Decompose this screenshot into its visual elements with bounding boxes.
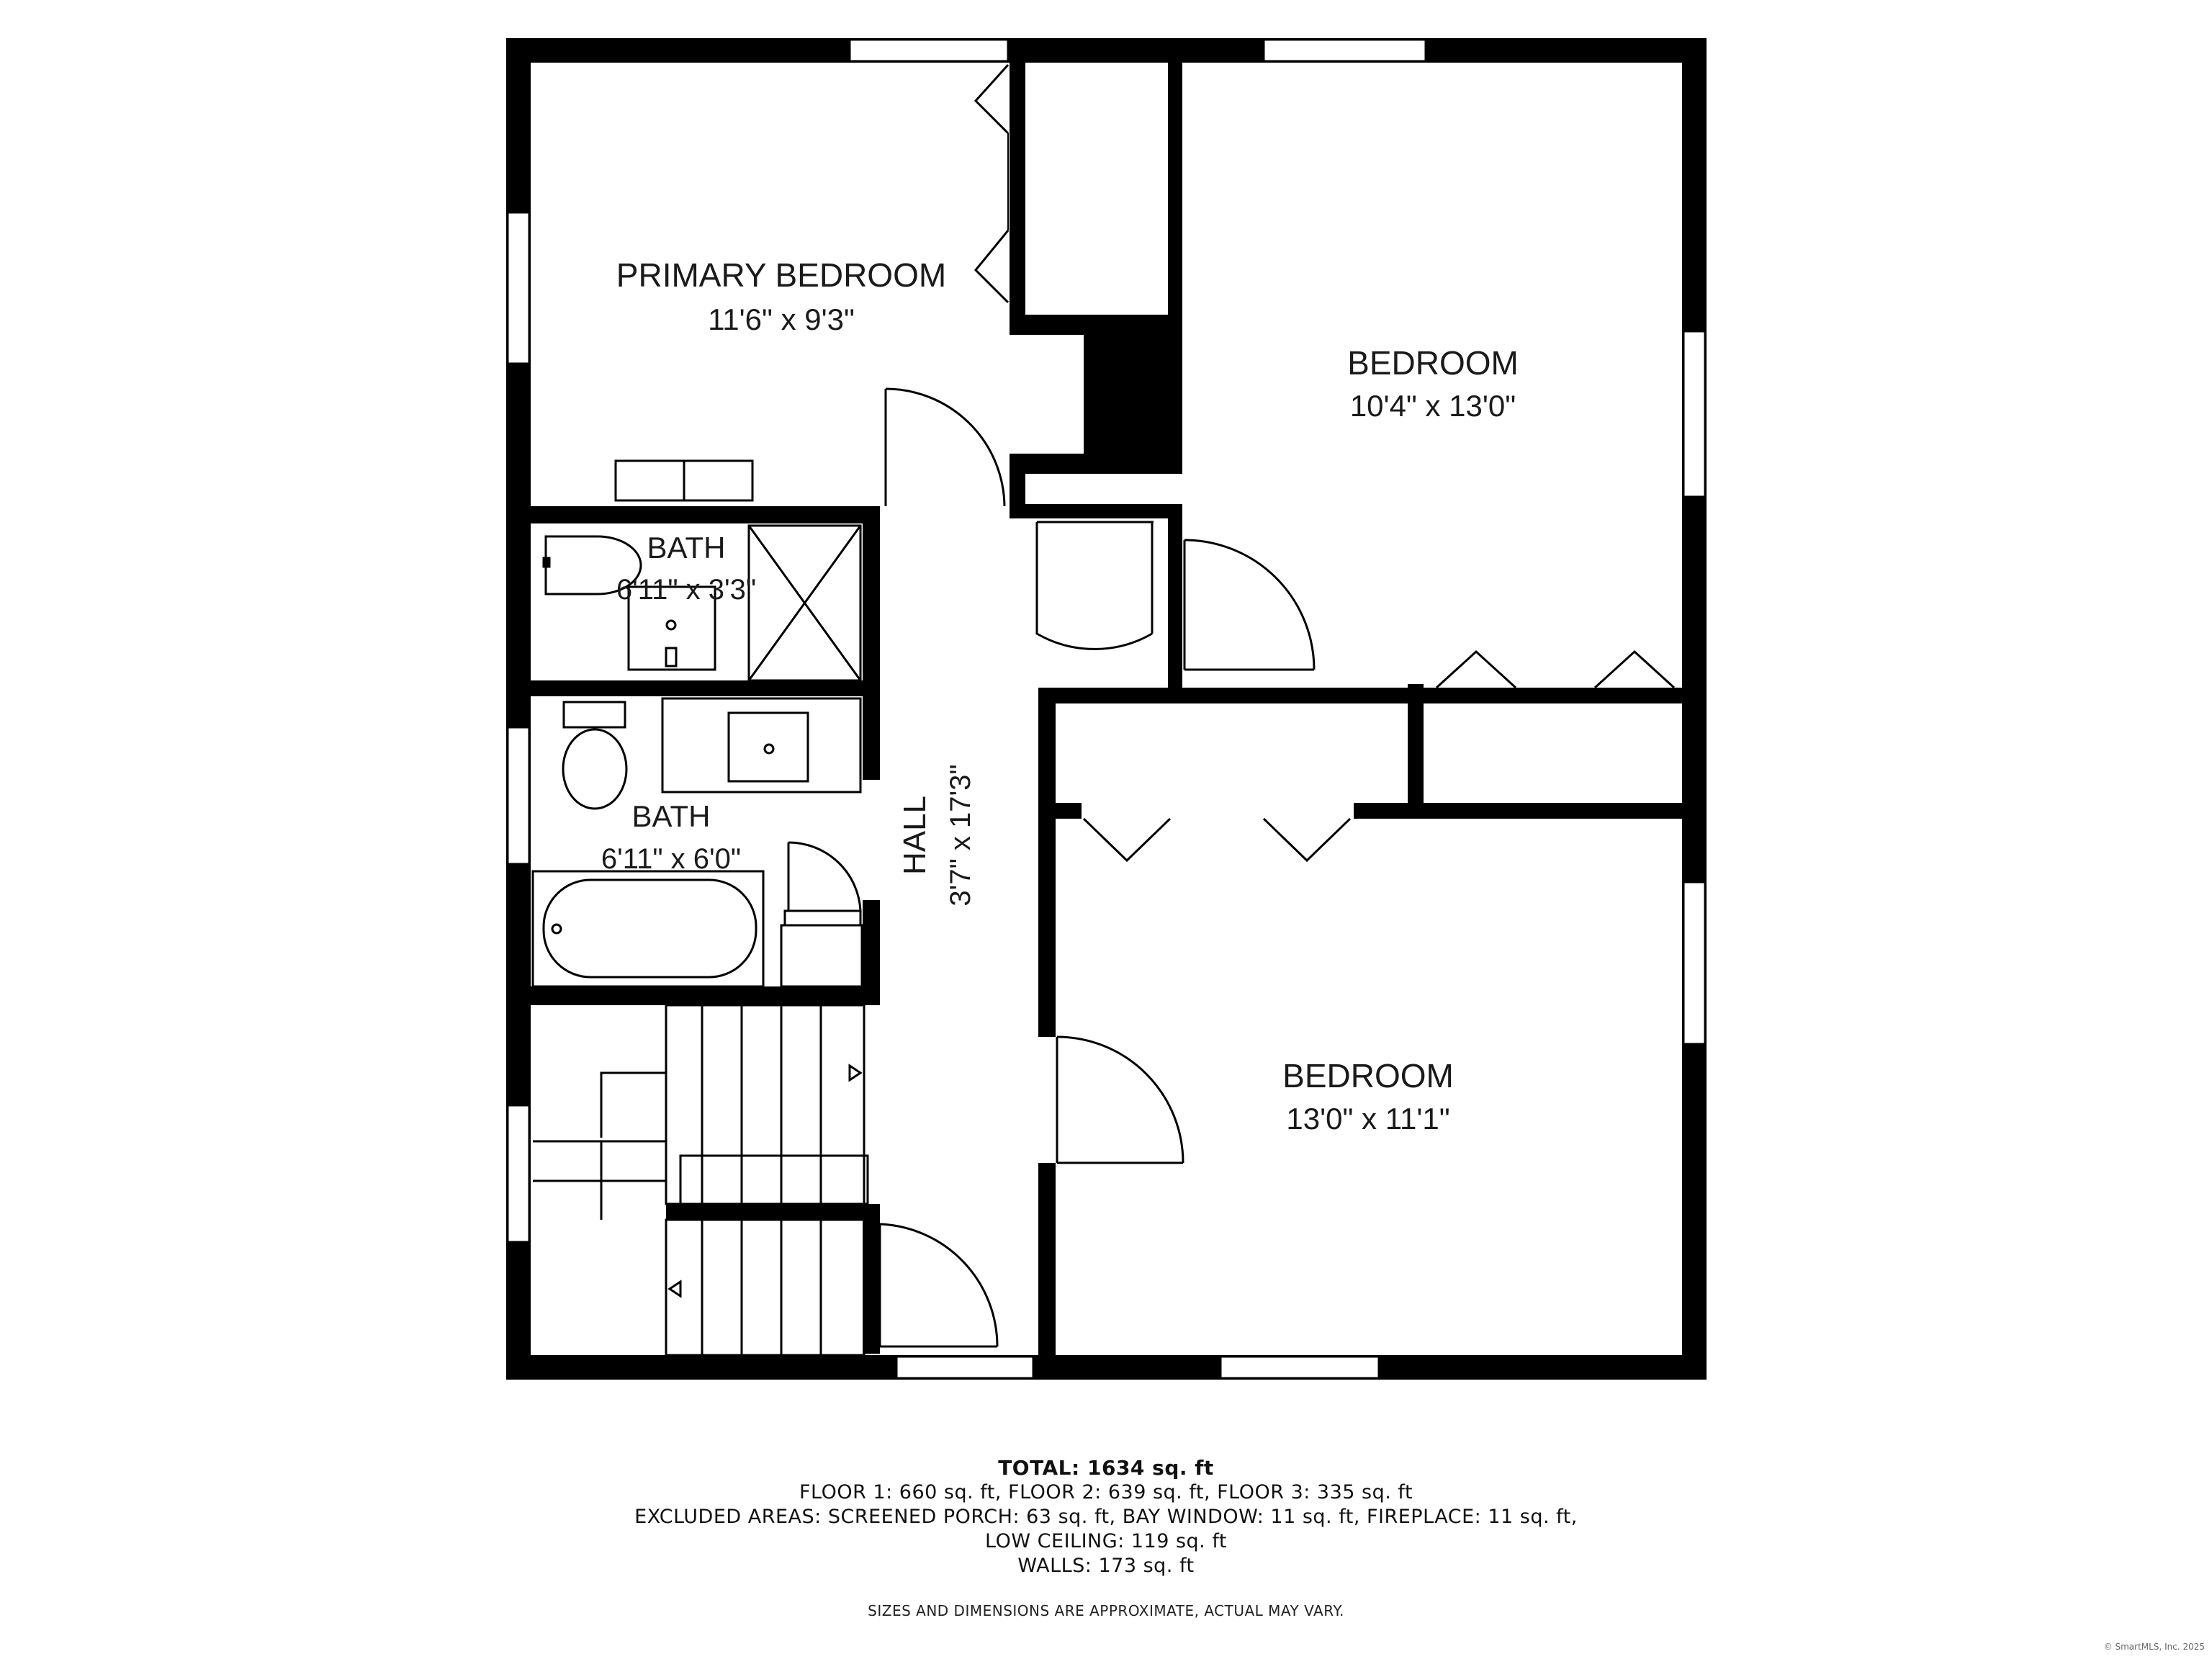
room-name-bath-main: BATH [632,799,711,833]
room-dims-hall: 3'7" x 17'3" [945,764,976,906]
room-name-primary-bedroom: PRIMARY BEDROOM [616,256,946,294]
fixtures [531,459,869,1357]
disclaimer: SIZES AND DIMENSIONS ARE APPROXIMATE, AC… [868,1602,1344,1619]
area-summary: TOTAL: 1634 sq. ft FLOOR 1: 660 sq. ft, … [0,1456,2212,1578]
room-name-bedroom-lower: BEDROOM [1282,1057,1454,1094]
copyright: © SmartMLS, Inc. 2025 [2103,1642,2205,1652]
room-dims-primary-bedroom: 11'6" x 9'3" [708,302,855,336]
room-name-bath-small: BATH [647,531,726,565]
interior-walls [531,63,1707,1379]
outer-walls [506,38,1707,1380]
excluded-areas: EXCLUDED AREAS: SCREENED PORCH: 63 sq. f… [634,1506,1578,1528]
room-dims-bedroom-right: 10'4" x 13'0" [1350,389,1516,423]
room-name-hall: HALL [897,796,932,875]
low-ceiling-area: LOW CEILING: 119 sq. ft [985,1530,1227,1552]
total-area: TOTAL: 1634 sq. ft [998,1456,1214,1480]
doors [783,63,1676,1348]
room-dims-bath-main: 6'11" x 6'0" [601,843,741,875]
room-dims-bath-small: 6'11" x 3'3" [616,574,756,606]
room-name-bedroom-right: BEDROOM [1347,344,1519,382]
room-dims-bedroom-lower: 13'0" x 11'1" [1286,1102,1449,1136]
windows [506,38,1707,1380]
room-labels: PRIMARY BEDROOM 11'6" x 9'3" BEDROOM 10'… [601,256,1519,1136]
floor-areas: FLOOR 1: 660 sq. ft, FLOOR 2: 639 sq. ft… [799,1481,1413,1503]
walls-area: WALLS: 173 sq. ft [1017,1555,1195,1577]
